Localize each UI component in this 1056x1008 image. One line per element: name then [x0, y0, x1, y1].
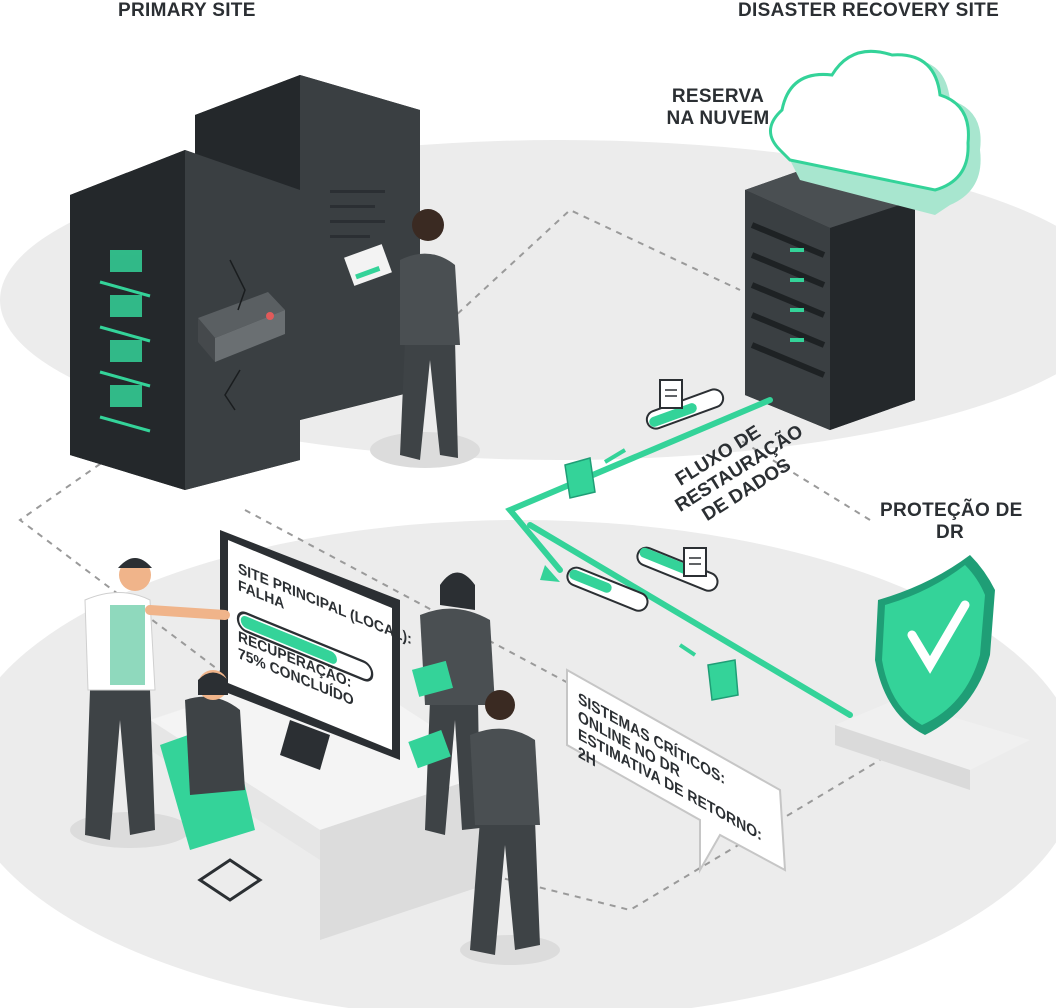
cloud-reserve-label: RESERVA NA NUVEM: [648, 86, 788, 130]
dr-protection-label: PROTEÇÃO DE DR: [880, 500, 1023, 544]
shield-check-icon: [835, 555, 1030, 790]
team-figures: [70, 558, 560, 965]
dr-site-label: DISASTER RECOVERY SITE: [738, 0, 1000, 21]
cloud-icon: [769, 49, 981, 215]
technician-figure: [344, 209, 480, 468]
cloud-reserve-line-1: RESERVA: [671, 86, 765, 107]
dashed-connectors: [18, 208, 881, 912]
status-callout: [566, 668, 787, 874]
document-icon: [659, 379, 707, 577]
primary-site-label: PRIMARY SITE: [118, 0, 256, 21]
dr-protection-line-2: DR: [935, 522, 965, 543]
cloud-reserve-line-2: NA NUVEM: [666, 108, 770, 129]
restore-flow-lines: [505, 397, 853, 718]
folder-icon: [564, 457, 739, 701]
dr-protection-line-1: PROTEÇÃO DE: [880, 500, 1023, 521]
transfer-bars: [566, 388, 725, 612]
recovery-progress-bar: [236, 611, 374, 682]
dr-server: [745, 160, 915, 430]
primary-server-racks: [70, 75, 420, 490]
arrow-icon: [540, 565, 560, 582]
small-arrows: [603, 448, 697, 657]
